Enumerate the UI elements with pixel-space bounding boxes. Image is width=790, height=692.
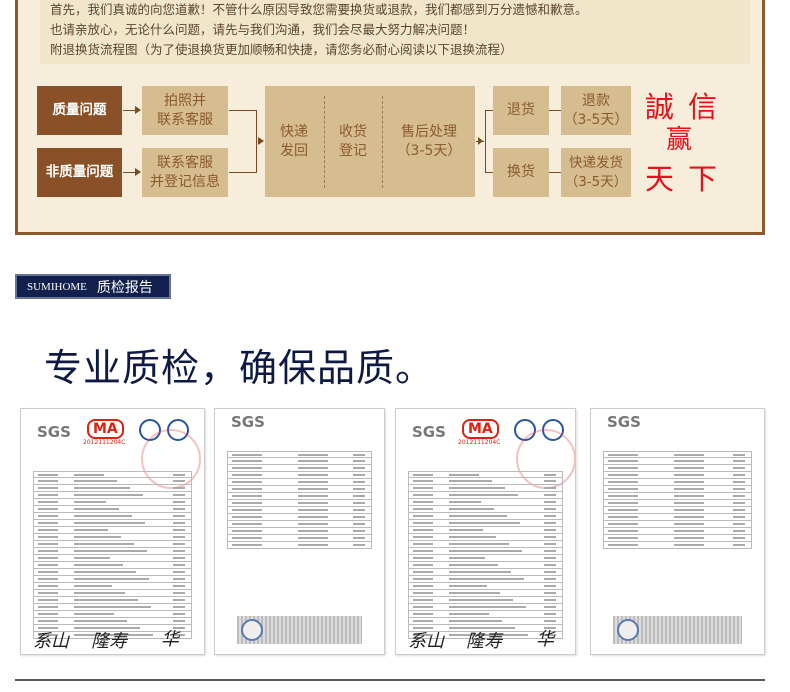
contact-register-box: 联系客服并登记信息 bbox=[142, 148, 228, 197]
ship-back-step: 快递发回 bbox=[280, 124, 308, 159]
sgs-logo: SGS bbox=[607, 413, 641, 431]
signature: 系山 bbox=[33, 631, 69, 652]
cma-number: 2012111204C bbox=[458, 439, 501, 446]
red-seal bbox=[141, 429, 201, 489]
cma-logo: MA bbox=[462, 419, 499, 439]
return-box: 退货 bbox=[493, 86, 549, 135]
section-banner: SUMIHOME 质检报告 bbox=[15, 274, 171, 299]
intro-text: 首先，我们真诚的向您道歉！不管什么原因导致您需要换货或退款，我们都感到万分遗憾和… bbox=[40, 0, 750, 64]
signature: 隆寿 bbox=[466, 631, 502, 652]
sgs-logo: SGS bbox=[37, 423, 71, 441]
signature: 华 bbox=[536, 629, 554, 650]
brand-name: SUMIHOME bbox=[27, 280, 87, 293]
cma-logo: MA bbox=[87, 419, 124, 439]
photo-contact-box: 拍照并联系客服 bbox=[142, 86, 228, 135]
intro-line: 首先，我们真诚的向您道歉！不管什么原因导致您需要换货或退款，我们都感到万分遗憾和… bbox=[50, 2, 588, 17]
signature: 系山 bbox=[408, 631, 444, 652]
section-title: 质检报告 bbox=[96, 279, 153, 296]
exchange-box: 换货 bbox=[493, 148, 549, 197]
intro-line: 附退换货流程图（为了使退换货更加顺畅和快捷，请您务必耐心阅读以下退换流程） bbox=[50, 42, 513, 57]
headline: 专业质检，确保品质。 bbox=[44, 346, 435, 390]
slogan-char: 誠 bbox=[645, 90, 675, 124]
slogan-char: 赢 bbox=[666, 125, 693, 155]
signature: 华 bbox=[161, 629, 179, 650]
sgs-logo: SGS bbox=[412, 423, 446, 441]
sgs-logo: SGS bbox=[231, 413, 265, 431]
non-quality-issue-box: 非质量问题 bbox=[37, 148, 122, 197]
cma-number: 2012111204C bbox=[83, 439, 126, 446]
signature: 隆寿 bbox=[91, 631, 127, 652]
reship-box: 快递发货（3-5天） bbox=[561, 148, 631, 197]
receive-step: 收货登记 bbox=[339, 124, 367, 159]
lab-footer-image bbox=[237, 616, 362, 644]
after-sale-step: 售后处理（3-5天） bbox=[396, 124, 462, 159]
intro-line: 也请亲放心，无论什么问题，请先与我们沟通，我们会尽最大努力解决问题！ bbox=[50, 22, 476, 37]
processing-box bbox=[265, 86, 475, 197]
lab-footer-image bbox=[613, 616, 742, 644]
slogan-char: 下 bbox=[688, 162, 718, 196]
slogan-char: 天 bbox=[645, 162, 675, 196]
refund-box: 退款（3-5天） bbox=[561, 86, 631, 135]
report-page-4: SGS bbox=[590, 408, 765, 655]
quality-issue-box: 质量问题 bbox=[37, 86, 122, 135]
slogan-char: 信 bbox=[688, 90, 718, 124]
report-page-2: SGS bbox=[214, 408, 385, 655]
divider bbox=[15, 679, 765, 681]
